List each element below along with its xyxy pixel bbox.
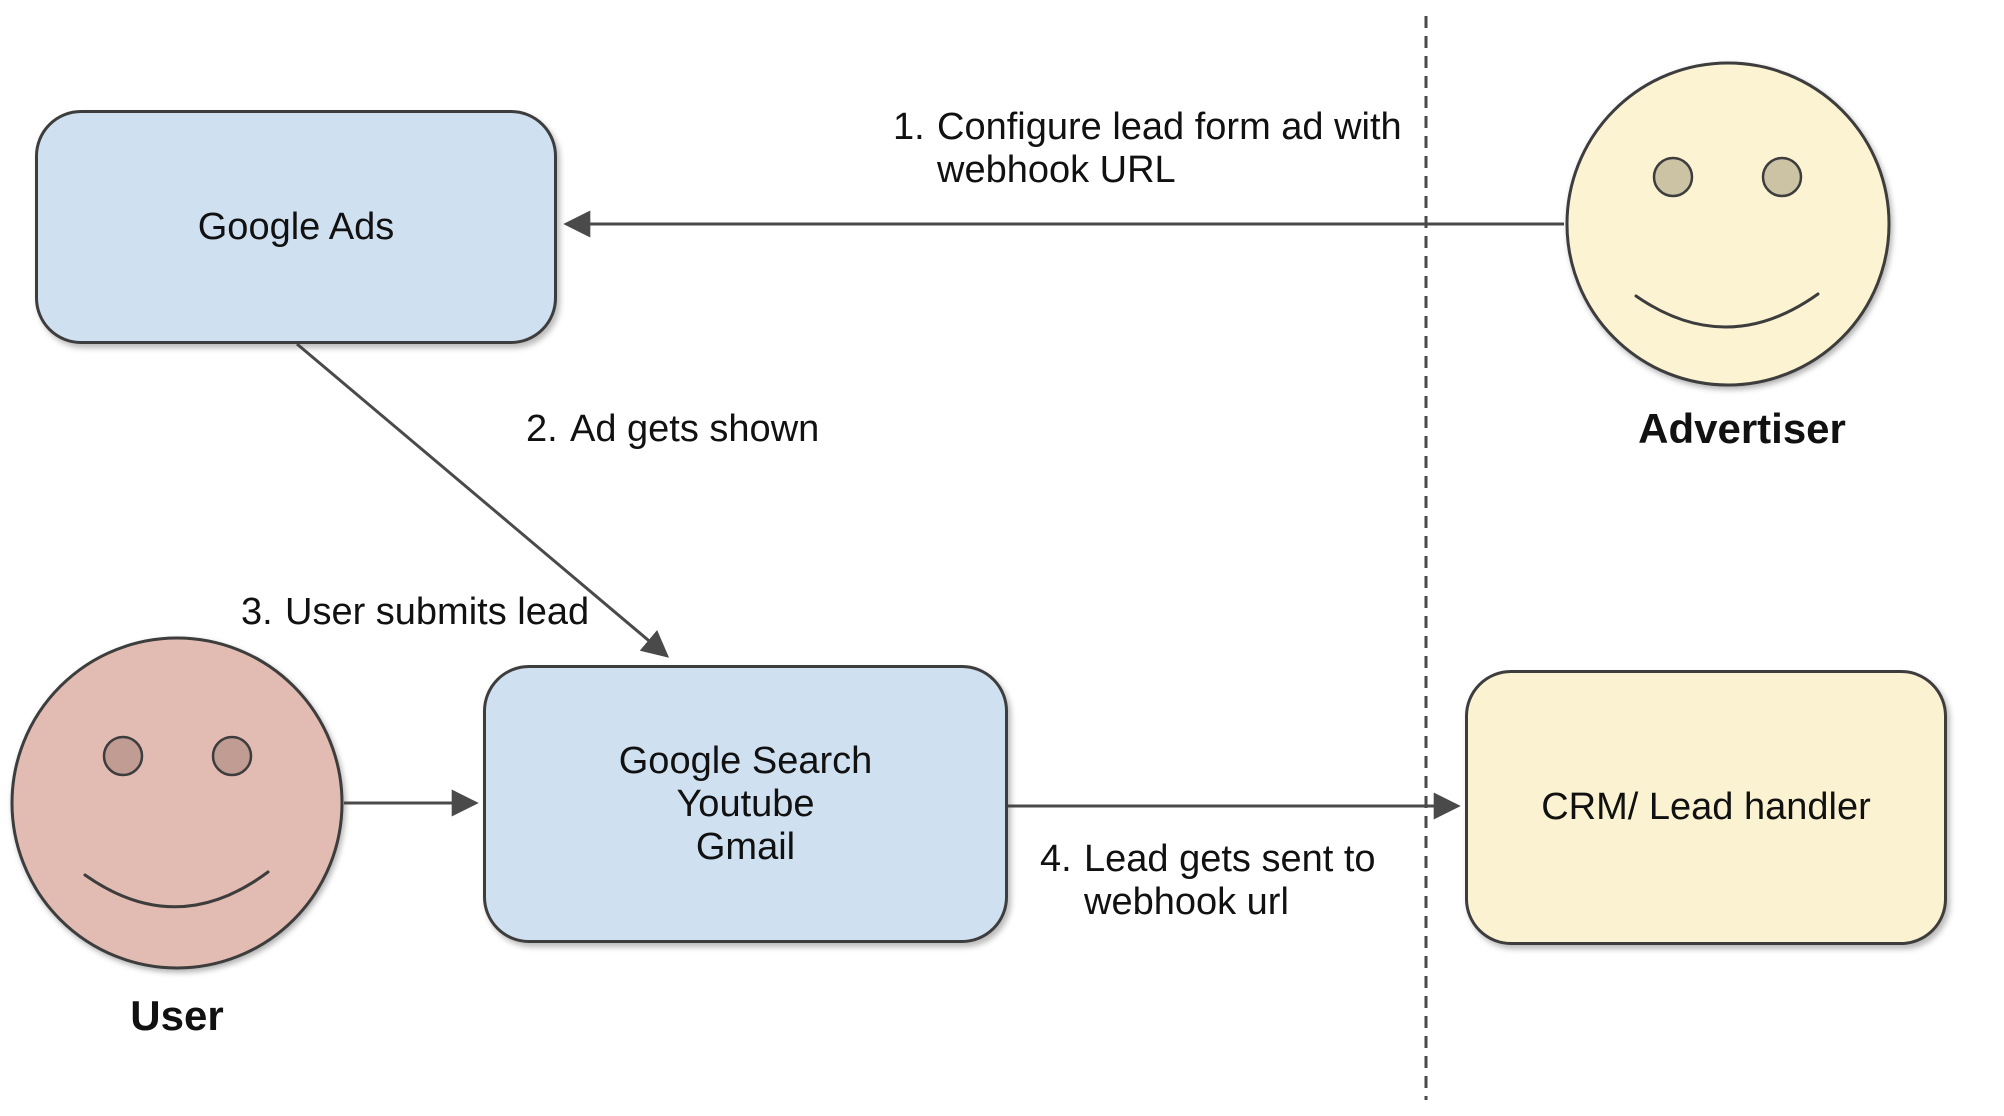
step-text: User submits lead — [285, 591, 589, 634]
step-text: Configure lead form ad with webhook URL — [937, 106, 1402, 192]
step-number: 3. — [241, 591, 273, 633]
step-label-3: 3. User submits lead — [241, 591, 589, 634]
node-google-surfaces-line: Google Search — [618, 739, 873, 782]
user-label: User — [130, 992, 224, 1039]
step-text-line: User submits lead — [285, 591, 590, 633]
user-head — [10, 636, 344, 970]
step-label-2: 2. Ad gets shown — [526, 408, 819, 451]
step-text: Lead gets sent to webhook url — [1084, 838, 1376, 924]
advertiser-smile — [1634, 292, 1820, 329]
step-text-line: Configure lead form ad with — [937, 106, 1402, 148]
user-right-eye — [211, 735, 253, 777]
step-text-line: webhook URL — [937, 149, 1176, 191]
node-crm-lead-handler: CRM/ Lead handler — [1465, 670, 1947, 945]
step-text: Ad gets shown — [570, 408, 819, 451]
advertiser-head — [1565, 61, 1891, 387]
step-text-line: Lead gets sent to — [1084, 838, 1376, 880]
advertiser-left-eye — [1652, 156, 1694, 198]
step-label-4: 4. Lead gets sent to webhook url — [1040, 838, 1376, 924]
step-number: 1. — [893, 106, 925, 148]
step-number: 4. — [1040, 838, 1072, 880]
node-google-ads: Google Ads — [35, 110, 557, 344]
node-google-surfaces: Google Search Youtube Gmail — [483, 665, 1008, 943]
step-label-1: 1. Configure lead form ad with webhook U… — [893, 106, 1402, 192]
user-smile — [83, 870, 270, 909]
step-text-line: Ad gets shown — [570, 408, 820, 450]
node-google-ads-label: Google Ads — [197, 205, 395, 248]
advertiser-face-icon — [1565, 61, 1891, 387]
user-face-icon — [10, 636, 344, 970]
advertiser-right-eye — [1761, 156, 1803, 198]
step-text-line: webhook url — [1084, 881, 1289, 923]
node-crm-label: CRM/ Lead handler — [1541, 786, 1871, 828]
user-left-eye — [102, 735, 144, 777]
advertiser-label: Advertiser — [1638, 405, 1846, 452]
node-google-surfaces-line: Youtube — [676, 782, 815, 825]
arrow-ad-gets-shown — [296, 342, 670, 658]
node-google-surfaces-line: Gmail — [695, 825, 796, 868]
step-number: 2. — [526, 408, 558, 450]
